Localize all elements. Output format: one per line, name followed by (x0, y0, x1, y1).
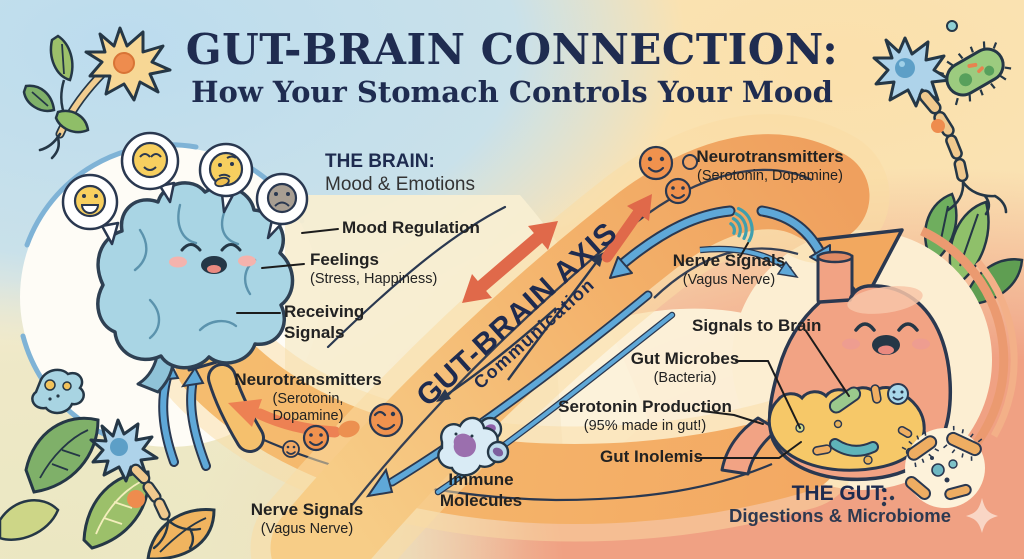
immune-molecules-label: Immune Molecules (439, 470, 523, 510)
leader-lines (236, 205, 850, 459)
serotonin-production-label: Serotonin Production (95% made in gut!) (558, 397, 732, 434)
leaf-cluster-bottom-left (0, 416, 216, 559)
gut-inolemis-label: Gut Inolemis (600, 447, 703, 466)
bacteria-icon (936, 41, 1012, 106)
happy-microbe-icon (887, 383, 909, 405)
thinking-emoji-icon (208, 151, 244, 188)
brain-subheading-text: Mood & Emotions (325, 174, 475, 196)
smiley-face-icon (282, 440, 300, 458)
signals-to-brain-label: Signals to Brain (692, 316, 822, 335)
microbiome-cluster (901, 425, 985, 508)
stomach-illustration (720, 250, 953, 482)
feelings-label: Feelings (Stress, Happiness) (310, 250, 438, 287)
sparkle-icon (966, 498, 998, 533)
neurotransmitters-top-label: Neurotransmitters (Serotonin, Dopamine) (696, 147, 844, 184)
sad-emoji-icon (266, 182, 298, 214)
smiley-face-icon (638, 145, 674, 181)
serotonin-smiley-icons (282, 145, 698, 458)
nerve-signals-top-label: Nerve Signals (Vagus Nerve) (672, 251, 786, 288)
title-line1: GUT-BRAIN CONNECTION: (185, 25, 839, 74)
brain-section-heading: THE BRAIN: Mood & Emotions (325, 150, 475, 196)
neuron-icon (872, 36, 1008, 216)
mood-regulation-label: Mood Regulation (342, 218, 480, 237)
immune-cells-icon (437, 416, 510, 477)
axis-thin-arrows (436, 252, 604, 402)
orange-dot (127, 490, 145, 508)
signal-waves-icon (729, 206, 754, 243)
gut-microbes-icons (795, 383, 915, 465)
neuron-icon (89, 418, 202, 550)
teal-dot (946, 20, 958, 32)
title-line2: How Your Stomach Controls Your Mood (191, 75, 833, 110)
page-title: GUT-BRAIN CONNECTION: How Your Stomach C… (0, 25, 1024, 110)
dot-trio (881, 487, 895, 507)
brain-illustration (96, 181, 295, 394)
smiley-face-icon (368, 402, 404, 438)
smiley-face-icon (664, 177, 692, 205)
gut-microbes-label: Gut Microbes (Bacteria) (630, 349, 740, 386)
orange-dot (931, 119, 945, 133)
nerve-signals-bottom-label: Nerve Signals (Vagus Nerve) (250, 500, 364, 537)
leaf-cluster-top-left (22, 34, 90, 134)
relieved-emoji-icon (131, 141, 169, 179)
receiving-signals-label: Receiving Signals (284, 302, 365, 342)
brain-heading-text: THE BRAIN: (325, 151, 435, 172)
smiley-face-icon (302, 424, 330, 452)
grin-emoji-icon (73, 184, 107, 218)
gut-section-heading: THE GUT: Digestions & Microbiome (728, 482, 952, 527)
amoeba-microbe-icon (31, 368, 85, 415)
emotion-bubbles (61, 131, 309, 246)
neurotransmitters-bottom-label: Neurotransmitters (Serotonin, Dopamine) (234, 370, 382, 425)
